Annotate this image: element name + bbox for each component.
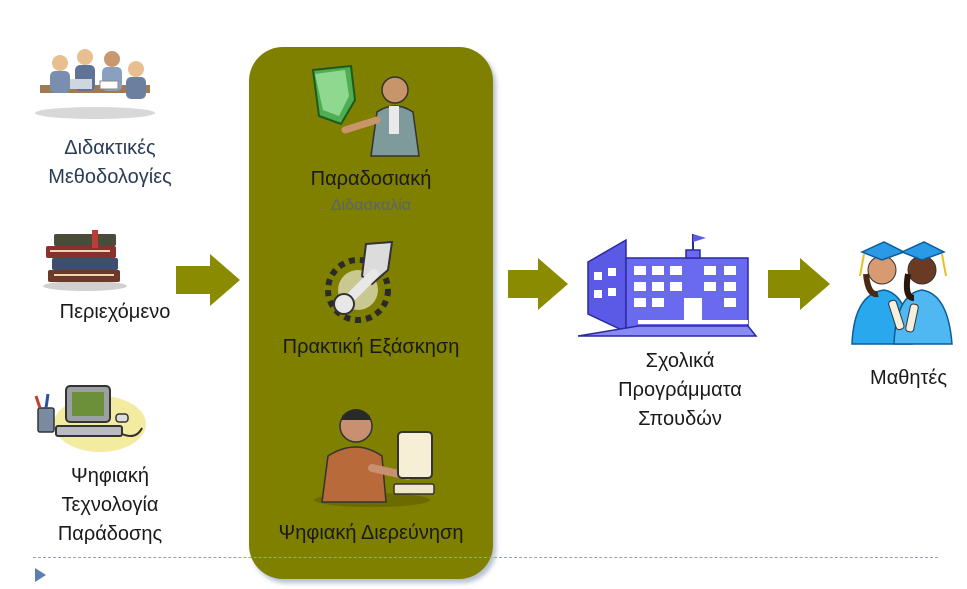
team-meeting-icon [30, 45, 160, 120]
computer-icon [30, 378, 148, 456]
slide-bullet-icon [35, 568, 46, 582]
programs-label-line2: Προγράμματα [618, 379, 742, 401]
teacher-pointing-icon [305, 60, 425, 158]
arrow-inputs-to-methods [176, 254, 240, 306]
books-icon [40, 226, 130, 292]
person-at-computer-icon [312, 402, 438, 508]
arrow-methods-to-programs [508, 258, 568, 310]
students-label: Μαθητές [870, 367, 947, 389]
traditional-label: Παραδοσιακή [310, 168, 432, 190]
footer-divider [33, 557, 938, 558]
traditional-sublabel: Διδασκαλία [330, 197, 412, 214]
programs-label-line3: Σπουδών [638, 408, 722, 430]
programs-label-line1: Σχολικά [645, 350, 715, 372]
practice-label: Πρακτική Εξάσκηση [282, 336, 460, 358]
technology-label-line2: Τεχνολογία [61, 494, 159, 516]
content-label: Περιεχόμενο [59, 301, 171, 323]
digital-label: Ψηφιακή Διερεύνηση [278, 522, 464, 544]
wrench-gear-icon [322, 240, 412, 332]
methodologies-label-line1: Διδακτικές [64, 137, 156, 159]
graduates-icon [848, 234, 956, 346]
technology-label-line1: Ψηφιακή [71, 465, 149, 487]
school-building-icon [577, 232, 758, 340]
methodologies-label-line2: Μεθοδολογίες [48, 166, 172, 188]
arrow-programs-to-students [768, 258, 830, 310]
technology-label-line3: Παράδοσης [57, 523, 163, 545]
